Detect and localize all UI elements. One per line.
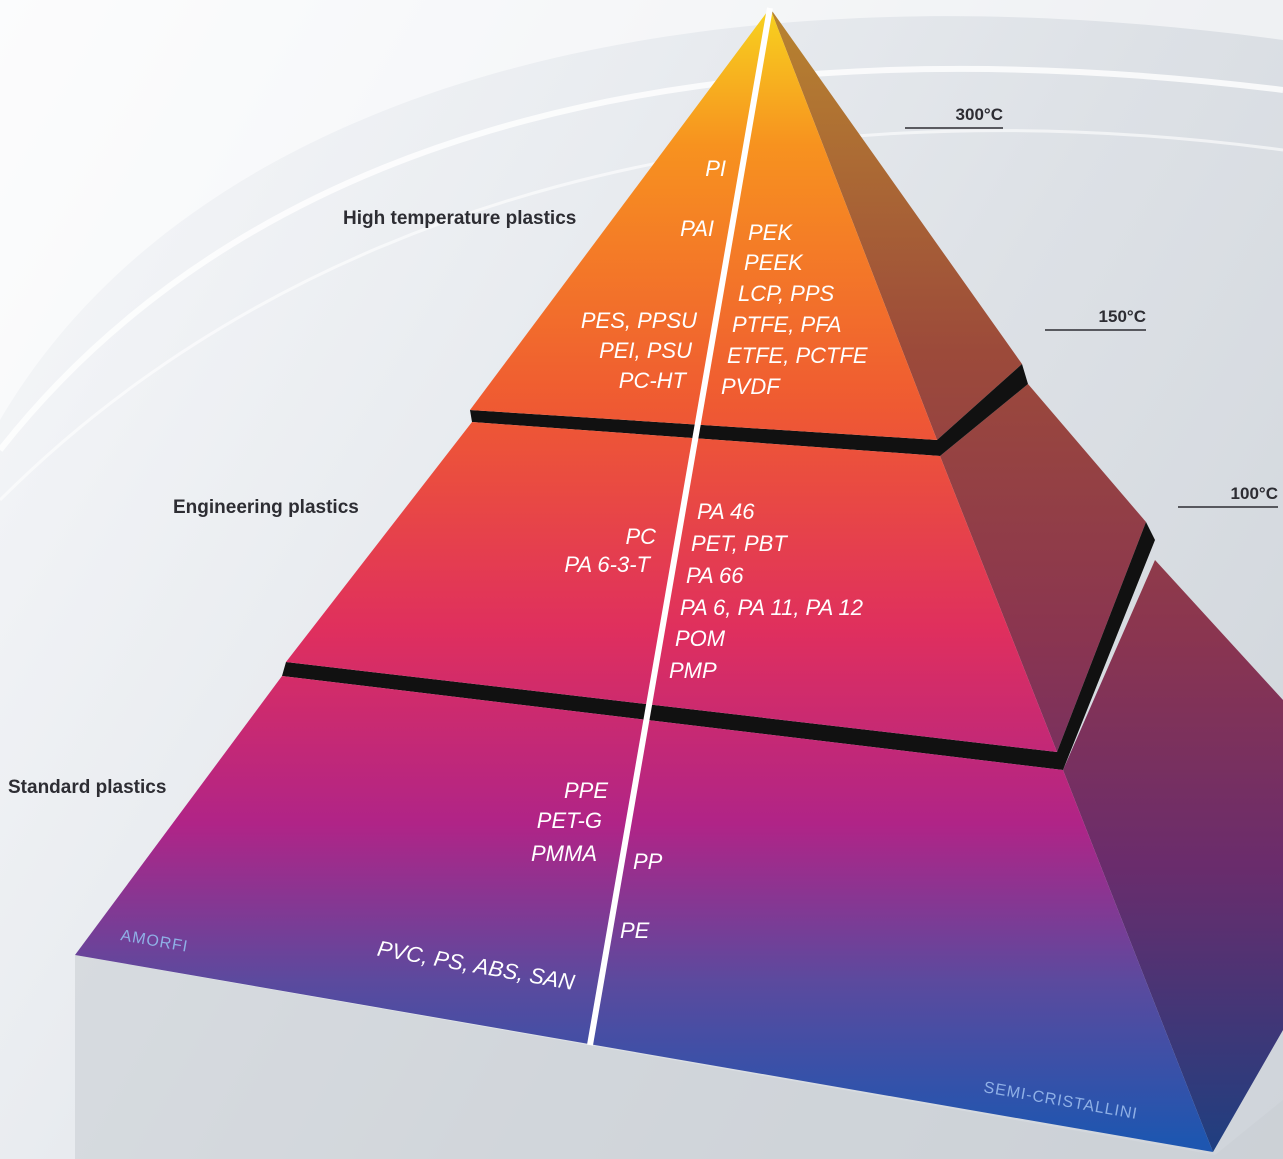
side-face-bottom (1063, 560, 1283, 1152)
tier-separator (282, 522, 1155, 770)
material-label: PEK (748, 220, 793, 245)
background-swoosh (0, 65, 1283, 452)
material-label: POM (675, 626, 726, 651)
material-label: PTFE, PFA (732, 312, 842, 337)
tier-label-high: High temperature plastics (343, 208, 576, 229)
pyramid-shadow (75, 955, 1283, 1159)
material-label: PC (625, 524, 656, 549)
tier-label-engineering: Engineering plastics (173, 497, 359, 518)
temp-label-150: 150°C (1099, 307, 1146, 326)
material-label: PEEK (744, 250, 804, 275)
material-label: PA 66 (686, 563, 744, 588)
material-label: PA 6-3-T (564, 552, 651, 577)
front-face-top (470, 8, 937, 440)
material-label: PMMA (531, 841, 597, 866)
side-face-middle (940, 384, 1146, 752)
material-label: PES, PPSU (581, 308, 697, 333)
side-face-top (770, 8, 1022, 440)
material-label: PEI, PSU (599, 338, 692, 363)
tier-separator (470, 364, 1028, 456)
material-label: PC-HT (619, 368, 688, 393)
material-label: PA 6, PA 11, PA 12 (680, 595, 863, 620)
material-label: PI (705, 156, 726, 181)
material-label: PP (633, 849, 663, 874)
material-label: ETFE, PCTFE (727, 343, 868, 368)
material-label: PE (620, 918, 650, 943)
material-label: PA 46 (697, 499, 755, 524)
tier-label-standard: Standard plastics (8, 777, 166, 798)
temp-label-300: 300°C (956, 105, 1003, 124)
amorphous-semicrystalline-divider (587, 7, 773, 1046)
front-face-bottom (75, 676, 1213, 1152)
material-label: PAI (680, 216, 714, 241)
material-label: PPE (564, 778, 608, 803)
material-label: LCP, PPS (738, 281, 835, 306)
material-label: PVDF (721, 374, 781, 399)
temp-label-100: 100°C (1231, 484, 1278, 503)
background-swoosh (0, 0, 1283, 420)
material-label: PMP (669, 658, 717, 683)
background-swoosh (0, 129, 1283, 502)
material-label: PET-G (537, 808, 602, 833)
material-label: PET, PBT (691, 531, 788, 556)
